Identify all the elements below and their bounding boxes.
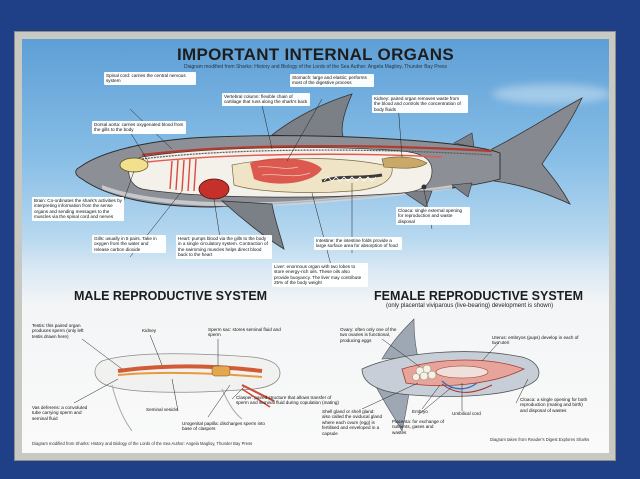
label-embryo: Embryo <box>412 409 428 414</box>
female-section-subheader: (only placental viviparous (live-bearing… <box>386 303 554 309</box>
label-gills: Gills: usually in 5 pairs. Take in oxyge… <box>92 235 166 254</box>
sperm-sac <box>211 365 231 377</box>
caudal-fin <box>491 97 583 205</box>
label-cloaca: Cloaca: single external opening for repr… <box>396 207 470 226</box>
brain <box>119 157 149 173</box>
label-heart: Heart: pumps blood via the gills to the … <box>176 235 272 259</box>
label-intestine: Intestine: the intestine folds provide a… <box>314 237 402 250</box>
cloaca <box>421 184 427 190</box>
gills <box>169 158 197 192</box>
spinal-cord <box>141 144 493 157</box>
clasper <box>241 384 275 402</box>
shark-anatomy-diagram <box>75 93 583 270</box>
male-reproductive-diagram <box>73 334 281 432</box>
anal-fin <box>451 182 473 198</box>
label-testis: Testis: this paired organ produces sperm… <box>32 323 84 339</box>
label-brain: Brain: Co-ordinates the shark's activiti… <box>32 197 124 221</box>
female-reproductive-diagram <box>361 318 540 432</box>
intestine <box>321 173 383 183</box>
umbilical-cord <box>441 380 478 390</box>
label-vas-deferens: Vas deferens: a convoluted tube carrying… <box>32 405 88 421</box>
pelvic-fin <box>401 190 433 208</box>
label-placenta: Placenta: for exchange of nutrients, gas… <box>392 419 445 435</box>
vas-deferens <box>117 364 263 373</box>
label-female-cloaca: Cloaca: a single opening for both reprod… <box>520 397 588 413</box>
label-male-kidney: Kidney <box>142 328 157 333</box>
ovary <box>412 364 437 381</box>
label-uterus: Uterus: embryos (pups) develop in each o… <box>492 335 579 346</box>
label-umbilical-cord: Umbilical cord <box>452 411 481 416</box>
female-dorsal-fin <box>381 318 419 360</box>
label-stomach: Stomach: large and elastic; performs mos… <box>290 74 374 87</box>
female-section-header: FEMALE REPRODUCTIVE SYSTEM <box>374 289 584 303</box>
stomach <box>250 158 322 184</box>
label-clasper: Clasper: paired structure that allows tr… <box>236 395 339 406</box>
kidney <box>381 156 428 169</box>
female-leader-lines <box>361 338 529 416</box>
poster: IMPORTANT INTERNAL ORGANS Diagram modifi… <box>22 39 609 453</box>
label-spinal-cord: Spinal cord: carries the central nervous… <box>104 72 196 85</box>
label-liver: Liver: enormous organ with two lobes to … <box>272 263 368 287</box>
label-ovary: Ovary: often only one of the two ovaries… <box>340 327 397 343</box>
female-credit: Diagram taken from Reader's Digest Explo… <box>490 437 590 442</box>
male-leader-lines <box>73 334 245 418</box>
poster-subtitle: Diagram modified from Sharks: History an… <box>183 64 447 70</box>
male-fin <box>111 384 133 432</box>
male-section-header: MALE REPRODUCTIVE SYSTEM <box>74 289 268 303</box>
label-sperm-sac: Sperm sac: stores seminal fluid and sper… <box>208 327 281 338</box>
dorsal-aorta <box>146 153 443 163</box>
poster-title: IMPORTANT INTERNAL ORGANS <box>177 45 454 64</box>
label-shell-gland: Shell gland or shell gland: also called … <box>322 409 383 436</box>
second-dorsal-fin <box>453 132 475 148</box>
embryo <box>435 365 489 379</box>
label-vertebral-column: Vertebral column: flexible chain of cart… <box>222 93 310 106</box>
male-credit: Diagram modified from Sharks: History an… <box>32 441 253 446</box>
label-dorsal-aorta: Dorsal aorta: carries oxygenated blood f… <box>92 121 186 134</box>
label-kidney: Kidney: paired organ removes waste from … <box>372 95 468 114</box>
label-seminal-vesicle: Seminal vesicle <box>146 407 178 412</box>
vertebral-column <box>141 149 493 160</box>
label-urogenital-papilla: Urogenital papilla: discharges sperm int… <box>182 421 265 432</box>
